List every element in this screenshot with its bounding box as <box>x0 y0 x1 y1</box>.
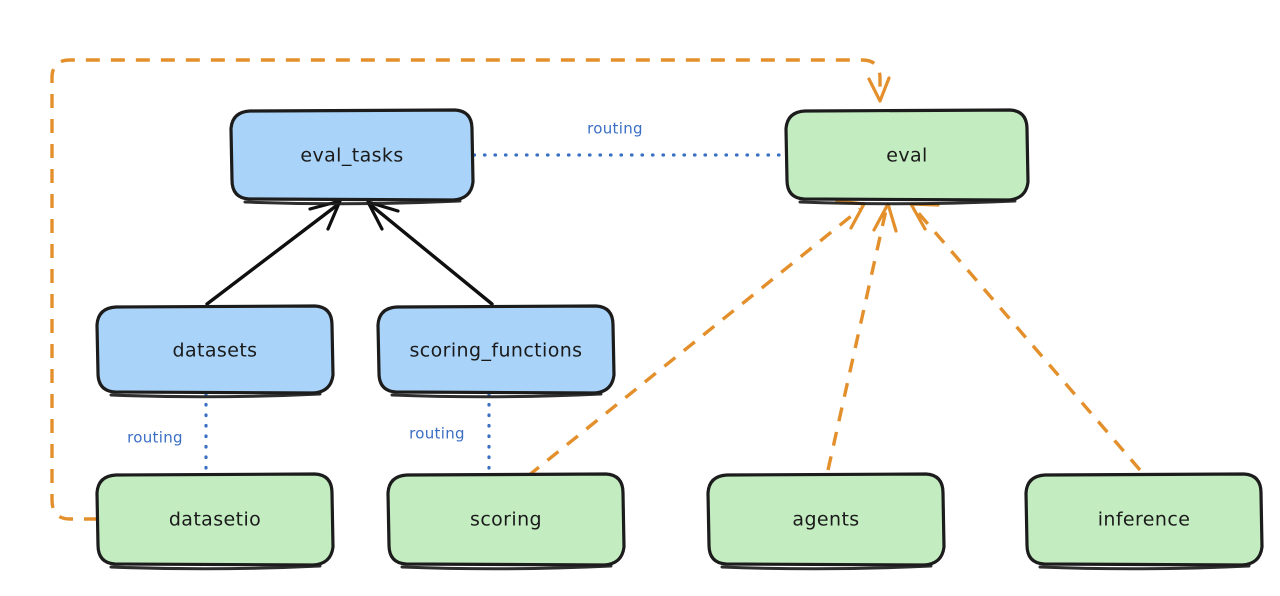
node-label-datasetio: datasetio <box>169 509 261 531</box>
edge-label-routing-eval-tasks-eval: routing <box>587 120 643 138</box>
node-agents[interactable]: agents <box>706 472 946 571</box>
edge-datasetio-to-eval <box>50 58 891 521</box>
node-scoring-functions[interactable]: scoring_functions <box>376 304 616 399</box>
edge-datasets-to-eval_tasks <box>205 199 342 306</box>
node-datasets[interactable]: datasets <box>95 304 335 399</box>
node-label-datasets: datasets <box>173 340 258 362</box>
node-label-eval: eval <box>886 145 927 167</box>
node-label-scoring: scoring <box>470 509 542 531</box>
node-label-scoring-functions: scoring_functions <box>410 340 583 362</box>
edge-scoring_functions-to-eval_tasks <box>366 200 494 306</box>
node-eval-tasks[interactable]: eval_tasks <box>229 108 475 206</box>
node-label-agents: agents <box>792 509 859 531</box>
edge-agents-to-eval <box>826 202 898 471</box>
edge-label-routing-scoring-functions-scoring: routing <box>409 425 465 443</box>
node-label-inference: inference <box>1098 509 1191 531</box>
node-scoring[interactable]: scoring <box>386 472 626 571</box>
node-label-eval-tasks: eval_tasks <box>300 145 403 167</box>
edge-label-routing-datasets-datasetio: routing <box>127 429 183 447</box>
node-eval[interactable]: eval <box>784 108 1030 206</box>
edge-inference-to-eval <box>909 202 1142 472</box>
node-inference[interactable]: inference <box>1024 472 1264 571</box>
node-datasetio[interactable]: datasetio <box>95 472 335 571</box>
